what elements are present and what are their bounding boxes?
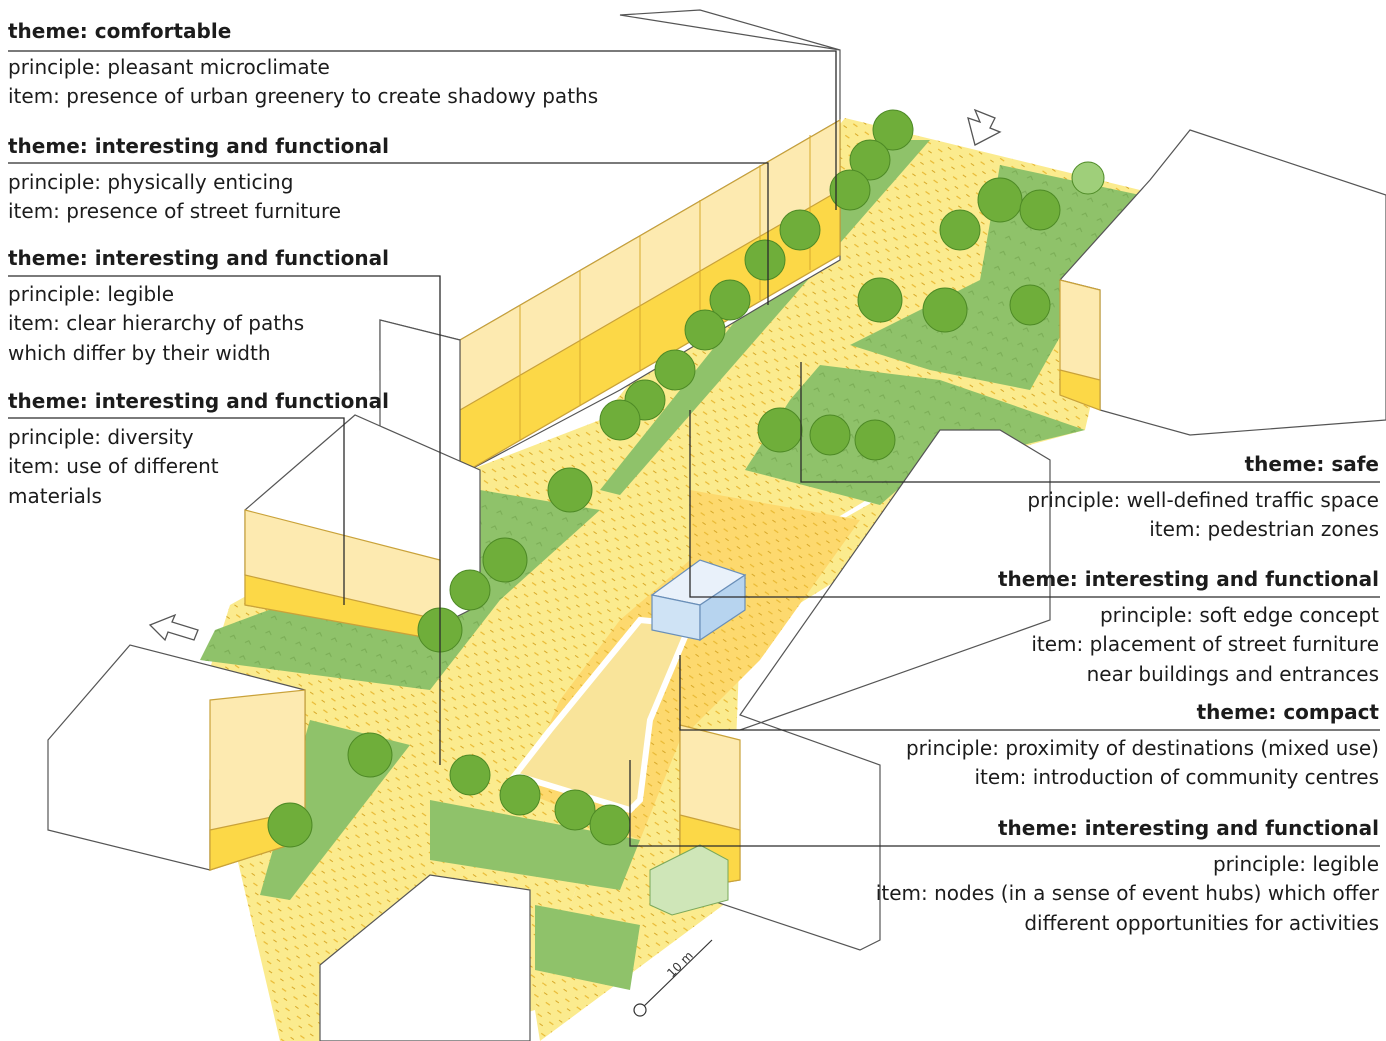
annotation-theme: theme: interesting and functional xyxy=(997,567,1379,591)
annotation-theme: theme: interesting and functional xyxy=(8,389,390,413)
annotation-safe: theme: safe principle: well-defined traf… xyxy=(1027,450,1379,545)
annotation-physically-enticing: theme: interesting and functional princi… xyxy=(8,132,389,227)
annotation-theme: theme: safe xyxy=(1244,452,1379,476)
annotation-item: item: clear hierarchy of paths xyxy=(8,311,305,335)
leader-lines xyxy=(8,50,1380,847)
annotation-principle: principle: diversity xyxy=(8,424,194,449)
annotation-principle: principle: pleasant microclimate xyxy=(8,54,330,79)
annotation-nodes: theme: interesting and functional princi… xyxy=(876,814,1379,938)
central-plaza xyxy=(509,490,860,840)
annotation-principle: principle: well-defined traffic space xyxy=(1027,487,1379,512)
annotation-item-cont: materials xyxy=(8,483,102,508)
annotation-legible-paths: theme: interesting and functional princi… xyxy=(8,244,389,368)
annotation-principle: principle: soft edge concept xyxy=(1099,602,1379,627)
annotation-theme: theme: compact xyxy=(1196,700,1379,724)
annotation-item: item: nodes (in a sense of event hubs) w… xyxy=(875,881,1379,905)
annotation-diversity: theme: interesting and functional princi… xyxy=(8,387,389,511)
annotation-item: item: presence of urban greenery to crea… xyxy=(8,84,599,108)
annotation-comfortable: theme: comfortable principle: pleasant m… xyxy=(8,17,598,112)
annotation-soft-edge: theme: interesting and functional princi… xyxy=(998,565,1379,689)
annotation-principle: principle: legible xyxy=(1212,851,1379,876)
annotation-theme: theme: interesting and functional xyxy=(8,134,390,158)
building-bottom xyxy=(319,874,531,1041)
facade-lines-upper xyxy=(519,135,811,440)
scale-label: 10 m xyxy=(664,948,696,980)
building-upper-right xyxy=(1058,129,1386,436)
annotation-theme: theme: comfortable xyxy=(8,19,232,43)
annotation-principle: principle: physically enticing xyxy=(8,169,294,194)
annotation-item-cont: which differ by their width xyxy=(8,340,271,365)
direction-arrows xyxy=(148,108,1002,642)
annotation-principle: principle: legible xyxy=(8,281,175,306)
trees xyxy=(267,109,1105,848)
annotation-theme: theme: interesting and functional xyxy=(997,816,1379,840)
green-wall xyxy=(649,844,729,916)
annotation-item: item: use of different xyxy=(8,454,219,478)
annotation-item-cont: near buildings and entrances xyxy=(1086,661,1379,686)
annotation-compact: theme: compact principle: proximity of d… xyxy=(906,698,1379,793)
annotation-item-cont: different opportunities for activities xyxy=(1024,910,1379,935)
annotation-item: item: presence of street furniture xyxy=(8,199,342,223)
glass-pavilion xyxy=(650,559,747,642)
scale-bar xyxy=(633,939,713,1017)
annotation-theme: theme: interesting and functional xyxy=(8,246,390,270)
annotation-item: item: pedestrian zones xyxy=(1149,517,1379,541)
building-middle-left xyxy=(244,414,481,641)
annotation-principle: principle: proximity of destinations (mi… xyxy=(905,735,1379,760)
annotation-item: item: introduction of community centres xyxy=(974,765,1379,789)
annotation-item: item: placement of street furniture xyxy=(1031,632,1379,656)
